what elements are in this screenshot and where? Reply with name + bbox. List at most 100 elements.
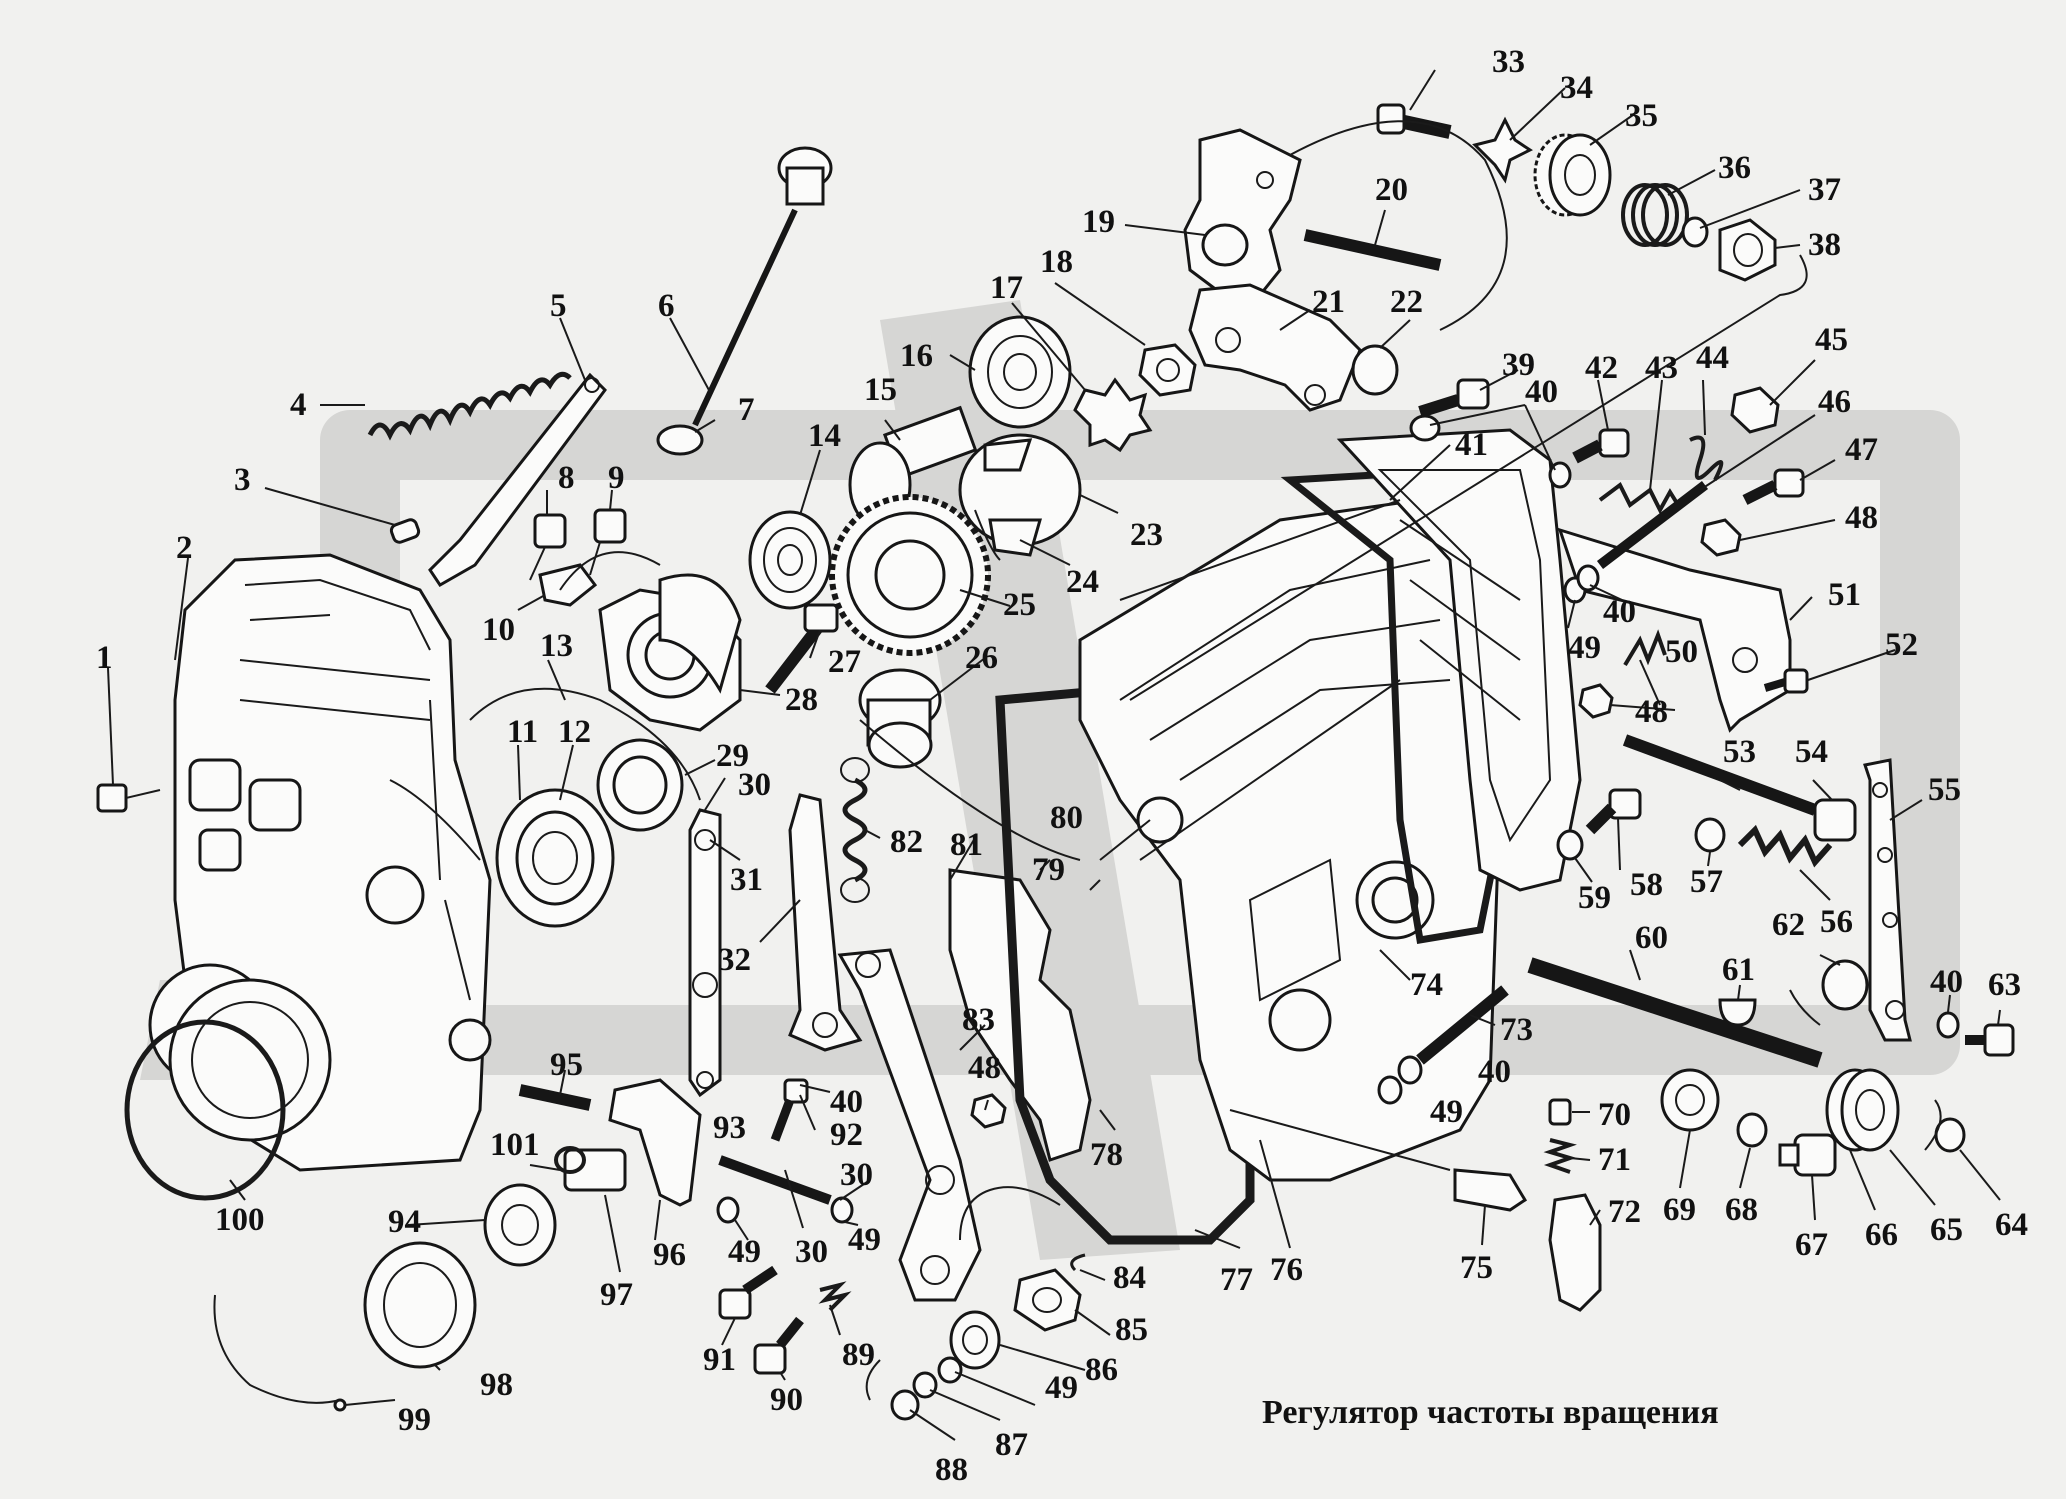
bushing-86 xyxy=(949,1310,1001,1370)
label-94: 94 xyxy=(388,1204,421,1240)
bolt-63 xyxy=(1965,1023,2015,1057)
gear-shaft-15 xyxy=(848,405,978,529)
spring-36 xyxy=(1621,183,1689,247)
label-7: 7 xyxy=(738,392,755,428)
label-30a: 30 xyxy=(738,767,771,803)
label-68: 68 xyxy=(1725,1192,1758,1228)
label-79: 79 xyxy=(1032,852,1065,888)
label-49e: 49 xyxy=(1045,1370,1078,1406)
spring-56 xyxy=(1737,824,1833,868)
label-66: 66 xyxy=(1865,1217,1898,1253)
washer-37 xyxy=(1681,216,1709,248)
label-36: 36 xyxy=(1718,150,1751,186)
label-26: 26 xyxy=(965,640,998,676)
fitting-72 xyxy=(1548,1193,1602,1312)
label-1: 1 xyxy=(96,640,113,676)
spring-71 xyxy=(1543,1138,1577,1174)
washer-40c xyxy=(1576,564,1600,592)
nut-48a xyxy=(1700,518,1742,557)
label-29: 29 xyxy=(716,738,749,774)
label-38: 38 xyxy=(1808,227,1841,263)
label-92: 92 xyxy=(830,1117,863,1153)
label-3: 3 xyxy=(234,462,251,498)
clip-84 xyxy=(1070,1253,1086,1272)
nut-22 xyxy=(1351,344,1399,396)
spring-101 xyxy=(554,1146,586,1174)
label-49b: 49 xyxy=(1430,1094,1463,1130)
spring-82 xyxy=(840,757,870,903)
label-37: 37 xyxy=(1808,172,1841,208)
pin-95 xyxy=(518,1084,592,1111)
nut-45 xyxy=(1730,386,1780,434)
bracket-21 xyxy=(1188,283,1362,412)
label-98: 98 xyxy=(480,1367,513,1403)
flyweights-23-24 xyxy=(958,433,1082,561)
label-82: 82 xyxy=(890,824,923,860)
shaft-20 xyxy=(1303,229,1442,271)
label-76: 76 xyxy=(1270,1252,1303,1288)
shaft-60 xyxy=(1527,957,1823,1068)
key-61 xyxy=(1718,998,1757,1027)
label-40b: 40 xyxy=(1603,594,1636,630)
knurled-nut-35 xyxy=(1533,133,1612,217)
label-10: 10 xyxy=(482,612,515,648)
washer-49c xyxy=(716,1196,740,1224)
label-19: 19 xyxy=(1082,204,1115,240)
label-32: 32 xyxy=(718,942,751,978)
bearing-14 xyxy=(748,510,832,610)
bolt-42 xyxy=(1572,428,1630,464)
label-16: 16 xyxy=(900,338,933,374)
label-57: 57 xyxy=(1690,864,1723,900)
label-95: 95 xyxy=(550,1047,583,1083)
label-71: 71 xyxy=(1598,1142,1631,1178)
lever-83 xyxy=(837,948,982,1302)
label-30c: 30 xyxy=(840,1157,873,1193)
label-4: 4 xyxy=(290,387,307,423)
spring-43 xyxy=(1598,481,1682,515)
label-72: 72 xyxy=(1608,1194,1641,1230)
housing-cover xyxy=(148,553,492,1172)
bracket-10 xyxy=(538,563,598,607)
label-28: 28 xyxy=(785,682,818,718)
label-63: 63 xyxy=(1988,967,2021,1003)
plug-67 xyxy=(1778,1133,1837,1177)
label-20: 20 xyxy=(1375,172,1408,208)
label-87: 87 xyxy=(995,1427,1028,1463)
label-80: 80 xyxy=(1050,800,1083,836)
washer-88 xyxy=(890,1389,920,1421)
label-91: 91 xyxy=(703,1342,736,1378)
washer-68 xyxy=(1736,1112,1768,1148)
label-48c: 48 xyxy=(968,1050,1001,1086)
sleeve-26 xyxy=(858,668,942,769)
rod-6 xyxy=(656,146,833,456)
label-101: 101 xyxy=(490,1127,540,1163)
label-67: 67 xyxy=(1795,1227,1828,1263)
label-17: 17 xyxy=(990,270,1023,306)
label-24: 24 xyxy=(1066,564,1099,600)
label-13: 13 xyxy=(540,628,573,664)
cover-51 xyxy=(1557,527,1792,733)
nut-85 xyxy=(1013,1268,1082,1332)
label-62: 62 xyxy=(1772,907,1805,943)
label-99: 99 xyxy=(398,1402,431,1438)
lever-32 xyxy=(788,793,863,1052)
washer-49b xyxy=(1377,1075,1403,1105)
bolt-39 xyxy=(1418,378,1490,418)
label-86: 86 xyxy=(1085,1352,1118,1388)
gear-25 xyxy=(829,494,991,656)
bracket-19 xyxy=(1183,128,1302,302)
sleeve-65 xyxy=(1825,1068,1900,1152)
bearing-12 xyxy=(495,788,615,928)
label-78: 78 xyxy=(1090,1137,1123,1173)
bolt-90 xyxy=(753,1316,804,1375)
nut-48b xyxy=(1578,683,1614,719)
label-90: 90 xyxy=(770,1382,803,1418)
label-53: 53 xyxy=(1723,734,1756,770)
label-2: 2 xyxy=(176,530,193,566)
label-97: 97 xyxy=(600,1277,633,1313)
diagram-caption: Регулятор частоты вращения xyxy=(1262,1394,1719,1431)
washer-57 xyxy=(1694,817,1726,853)
bolt-91 xyxy=(718,1265,778,1320)
bolt-73 xyxy=(1416,985,1509,1065)
